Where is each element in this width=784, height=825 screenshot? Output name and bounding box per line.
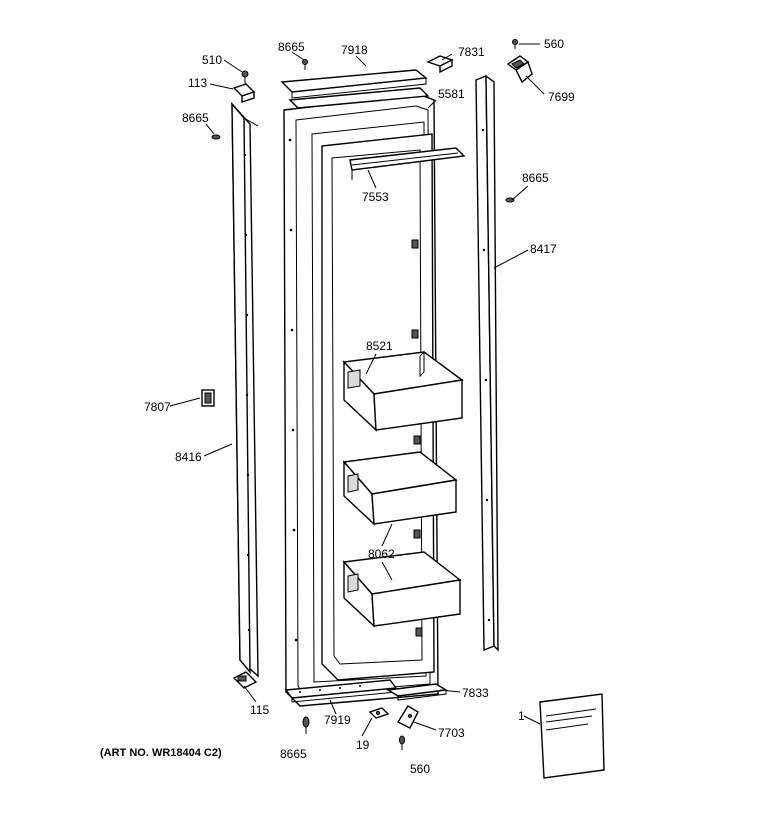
callout-8062: 8062 — [368, 547, 395, 561]
top-door-cap — [280, 69, 430, 109]
door-shelf-bottom — [342, 551, 462, 628]
bottom-bracket-7833 — [385, 683, 449, 701]
clip-19 — [368, 707, 390, 719]
callout-8665-left: 8665 — [182, 111, 209, 125]
door-shelf-top — [342, 350, 464, 432]
callout-1: 1 — [518, 709, 525, 723]
callout-560-bottom: 560 — [410, 762, 430, 776]
callout-7703: 7703 — [438, 726, 465, 740]
door-shelf-middle — [342, 451, 458, 526]
handle-mount-7807 — [201, 389, 215, 407]
hinge-113 — [232, 83, 256, 103]
callout-113: 113 — [188, 76, 207, 90]
leader-lines — [169, 43, 545, 737]
callout-8521: 8521 — [366, 339, 393, 353]
screw-8665-left — [211, 134, 221, 140]
callout-7831: 7831 — [458, 45, 485, 59]
bottom-hinge-115 — [232, 671, 258, 689]
callout-510: 510 — [202, 53, 222, 67]
callout-8665-top: 8665 — [278, 40, 305, 54]
callout-7919: 7919 — [324, 713, 351, 727]
callout-115: 115 — [250, 703, 269, 717]
screw-510 — [241, 70, 249, 84]
screw-8665-top — [302, 59, 308, 70]
owners-manual-booklet — [539, 693, 605, 779]
screw-8665-bottom — [302, 716, 310, 734]
bracket-7831 — [426, 55, 454, 74]
screw-8665-right — [505, 197, 515, 203]
hinge-bracket-7703 — [396, 705, 419, 729]
callout-7807: 7807 — [144, 400, 171, 414]
callout-8665-right: 8665 — [522, 171, 549, 185]
hinge-7699 — [506, 55, 533, 84]
callout-560-top: 560 — [544, 37, 564, 51]
callout-7699: 7699 — [548, 90, 575, 104]
art-number: (ART NO. WR18404 C2) — [100, 747, 222, 759]
callout-7553: 7553 — [362, 190, 389, 204]
callout-7918: 7918 — [341, 43, 368, 57]
left-door-trim-part — [231, 102, 259, 678]
upper-shelf-bar — [349, 147, 466, 180]
screw-560-bottom — [399, 735, 405, 750]
callout-8665-bottom: 8665 — [280, 747, 307, 761]
right-door-trim-part — [475, 74, 499, 652]
callout-7833: 7833 — [462, 686, 489, 700]
callout-8416: 8416 — [175, 450, 202, 464]
screw-560-top — [512, 39, 518, 49]
callout-5581: 5581 — [438, 87, 465, 101]
callout-8417: 8417 — [530, 242, 557, 256]
callout-19: 19 — [356, 738, 370, 752]
